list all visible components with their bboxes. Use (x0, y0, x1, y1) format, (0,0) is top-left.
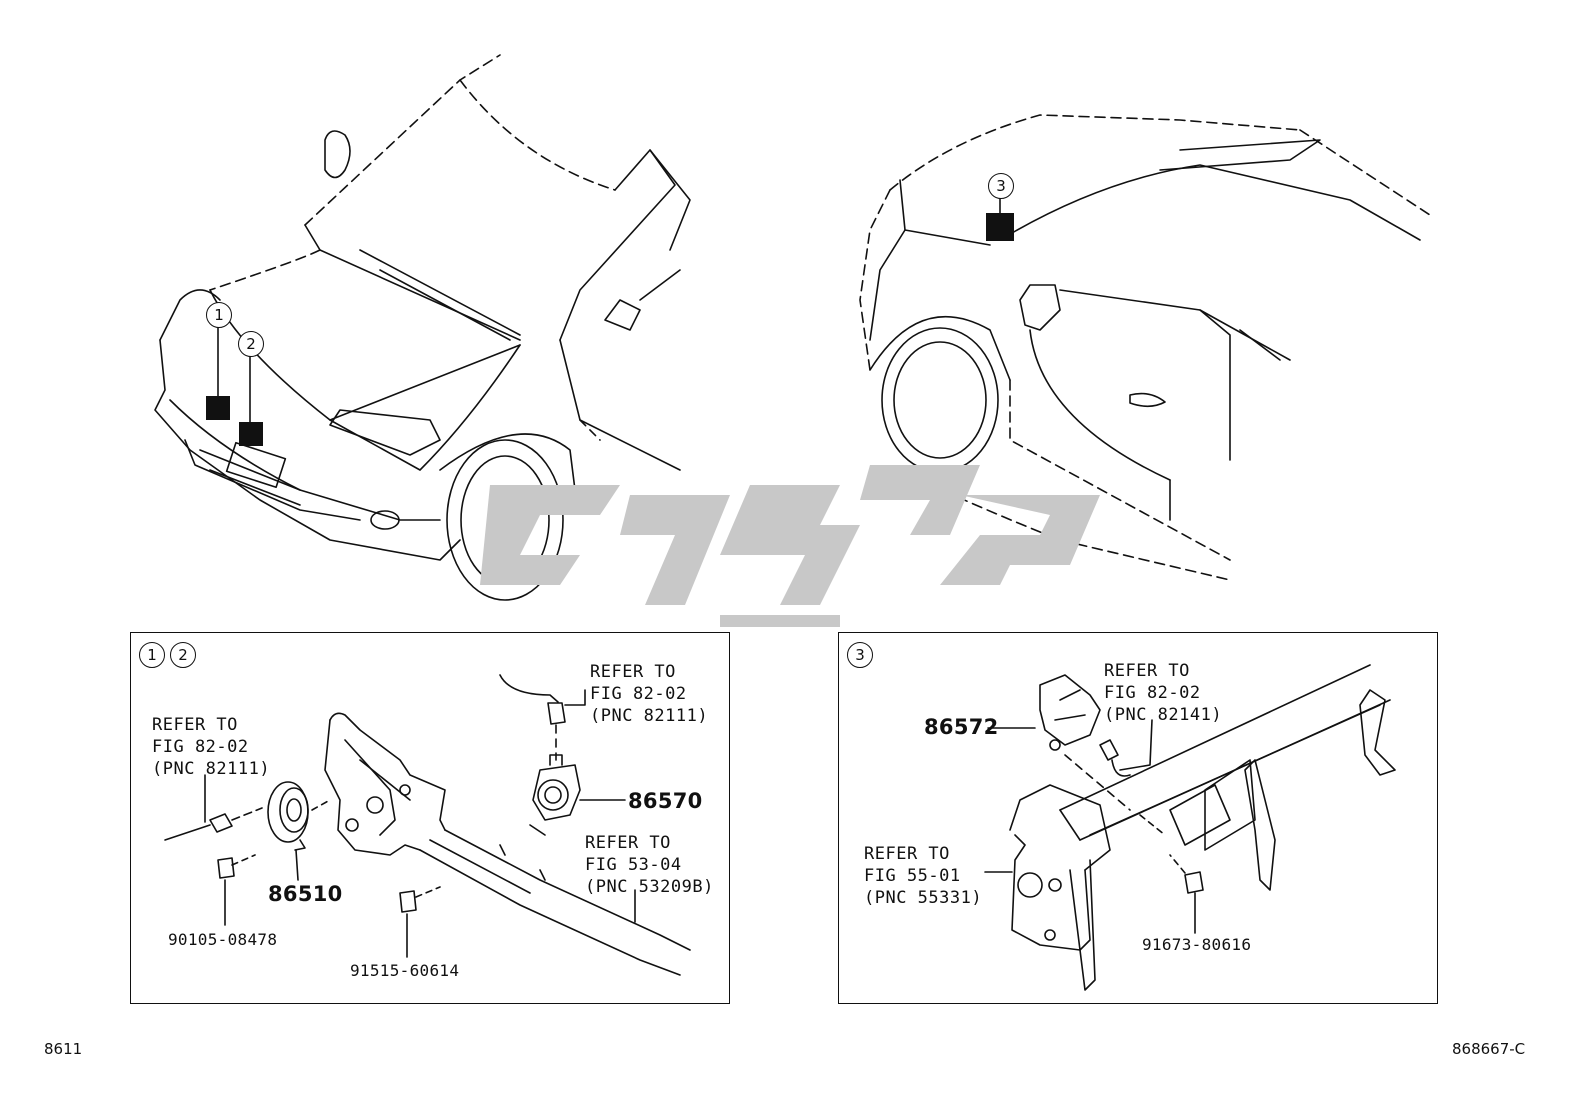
part-number-91515-60614: 91515-60614 (350, 961, 460, 980)
part-number-86570: 86570 (628, 789, 703, 813)
right-car-drawing (859, 114, 1431, 581)
part-number-86572: 86572 (924, 715, 999, 739)
panel-header-callout-2: 2 (170, 642, 196, 668)
part-number-91673-80616: 91673-80616 (1142, 935, 1252, 954)
callout-3: 3 (988, 173, 1014, 199)
reference-support: REFER TO FIG 53-04 (PNC 53209B) (585, 833, 714, 897)
figure-code-left: 8611 (44, 1040, 83, 1058)
figure-code-right: 868667-C (1452, 1040, 1526, 1058)
right-panel-drawing (984, 664, 1396, 991)
left-panel-drawing (164, 674, 691, 976)
detail-panel-sensor (838, 632, 1438, 1004)
location-marker-3 (986, 213, 1014, 241)
watermark-logo (480, 465, 1100, 627)
location-marker-2 (239, 422, 263, 446)
reference-sensor-wire: REFER TO FIG 82-02 (PNC 82111) (590, 662, 709, 726)
detail-panel-horn (130, 632, 730, 1004)
panel-header-callout-3: 3 (847, 642, 873, 668)
reference-bracket: REFER TO FIG 55-01 (PNC 55331) (864, 844, 983, 908)
left-car-drawing (154, 54, 691, 601)
callout-2: 2 (238, 331, 264, 357)
part-number-86510: 86510 (268, 882, 343, 906)
reference-horn-wire: REFER TO FIG 82-02 (PNC 82111) (152, 715, 271, 779)
location-marker-1 (206, 396, 230, 420)
reference-sensor-wire-82141: REFER TO FIG 82-02 (PNC 82141) (1104, 661, 1223, 725)
panel-header-callout-1: 1 (139, 642, 165, 668)
part-number-90105-08478: 90105-08478 (168, 930, 278, 949)
callout-1: 1 (206, 302, 232, 328)
